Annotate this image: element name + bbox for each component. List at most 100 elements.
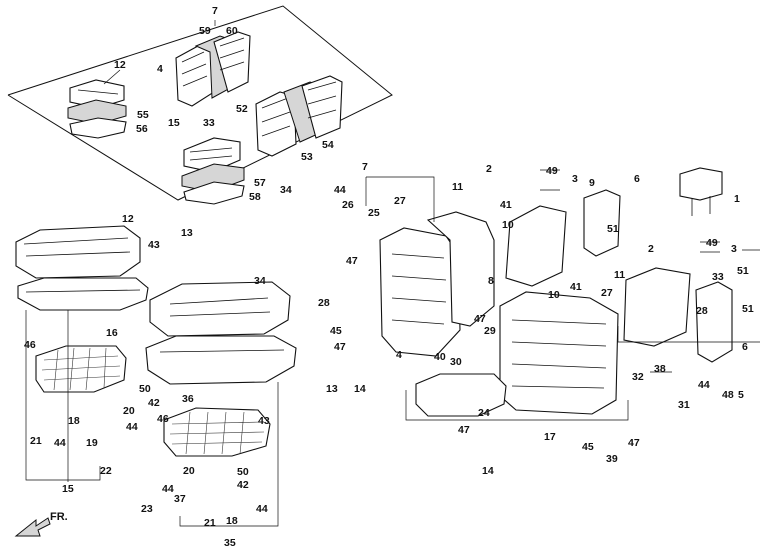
callout-10: 10 [502, 219, 514, 231]
callout-47: 47 [334, 341, 346, 353]
callout-22: 22 [100, 465, 112, 477]
callout-44: 44 [54, 437, 66, 449]
callout-51: 51 [737, 265, 749, 277]
callout-50: 50 [237, 466, 249, 478]
front-seatback [379, 211, 495, 357]
callout-33: 33 [203, 117, 215, 129]
rear-seatback [415, 291, 619, 417]
callout-44: 44 [126, 421, 138, 433]
callout-14: 14 [354, 383, 366, 395]
callout-9: 9 [589, 177, 595, 189]
front-direction-arrow: FR. [14, 511, 68, 537]
callout-51: 51 [607, 223, 619, 235]
callout-43: 43 [148, 239, 160, 251]
inset-rear-seat-cushion [181, 137, 245, 205]
callout-13: 13 [181, 227, 193, 239]
second-seat-frame [163, 407, 271, 457]
callout-3: 3 [731, 243, 737, 255]
callout-50: 50 [139, 383, 151, 395]
callout-15: 15 [168, 117, 180, 129]
callout-41: 41 [570, 281, 582, 293]
callout-35: 35 [224, 537, 236, 549]
inset-seat-cushion [67, 69, 127, 139]
callout-16: 16 [106, 327, 118, 339]
callout-6: 6 [742, 341, 748, 353]
callout-46: 46 [157, 413, 169, 425]
callout-6: 6 [634, 173, 640, 185]
callout-32: 32 [632, 371, 644, 383]
callout-40: 40 [434, 351, 446, 363]
callout-26: 26 [342, 199, 354, 211]
callout-27: 27 [394, 195, 406, 207]
callout-53: 53 [301, 151, 313, 163]
callout-51: 51 [742, 303, 754, 315]
callout-17: 17 [544, 431, 556, 443]
callout-54: 54 [322, 139, 334, 151]
callout-45: 45 [330, 325, 342, 337]
callout-42: 42 [148, 397, 160, 409]
callout-5: 5 [738, 389, 744, 401]
callout-23: 23 [141, 503, 153, 515]
callout-44: 44 [698, 379, 710, 391]
callout-33: 33 [712, 271, 724, 283]
callout-13: 13 [326, 383, 338, 395]
callout-41: 41 [500, 199, 512, 211]
callout-27: 27 [601, 287, 613, 299]
cover-variants-inset [7, 5, 393, 201]
callout-7: 7 [212, 5, 218, 17]
callout-18: 18 [68, 415, 80, 427]
callout-55: 55 [137, 109, 149, 121]
callout-12: 12 [122, 213, 134, 225]
callout-20: 20 [123, 405, 135, 417]
front-seat-frame [35, 345, 127, 393]
callout-28: 28 [318, 297, 330, 309]
callout-47: 47 [628, 437, 640, 449]
callout-44: 44 [334, 184, 346, 196]
callout-21: 21 [204, 517, 216, 529]
inset-rear-seatback-cover [255, 75, 343, 157]
callout-49: 49 [546, 165, 558, 177]
callout-34: 34 [254, 275, 266, 287]
callout-31: 31 [678, 399, 690, 411]
callout-4: 4 [157, 63, 163, 75]
callout-8: 8 [488, 275, 494, 287]
inset-seatback-cover-set [175, 20, 251, 107]
callout-58: 58 [249, 191, 261, 203]
callout-36: 36 [182, 393, 194, 405]
callout-49: 49 [706, 237, 718, 249]
callout-3: 3 [572, 173, 578, 185]
callout-47: 47 [474, 313, 486, 325]
callout-28: 28 [696, 305, 708, 317]
callout-47: 47 [346, 255, 358, 267]
callout-12: 12 [114, 59, 126, 71]
callout-47: 47 [458, 424, 470, 436]
callout-25: 25 [368, 207, 380, 219]
callout-14: 14 [482, 465, 494, 477]
callout-4: 4 [396, 349, 402, 361]
headrest [679, 167, 723, 216]
callout-48: 48 [722, 389, 734, 401]
callout-39: 39 [606, 453, 618, 465]
callout-10: 10 [548, 289, 560, 301]
callout-18: 18 [226, 515, 238, 527]
callout-59: 59 [199, 25, 211, 37]
callout-45: 45 [582, 441, 594, 453]
callout-37: 37 [174, 493, 186, 505]
front-seat-cushion [15, 225, 149, 311]
callout-44: 44 [162, 483, 174, 495]
callout-56: 56 [136, 123, 148, 135]
callout-2: 2 [486, 163, 492, 175]
callout-34: 34 [280, 184, 292, 196]
callout-42: 42 [237, 479, 249, 491]
callout-11: 11 [614, 269, 625, 281]
callout-60: 60 [226, 25, 238, 37]
callout-19: 19 [86, 437, 98, 449]
callout-20: 20 [183, 465, 195, 477]
callout-15: 15 [62, 483, 74, 495]
callout-38: 38 [654, 363, 666, 375]
callout-29: 29 [484, 325, 496, 337]
callout-46: 46 [24, 339, 36, 351]
callout-1: 1 [734, 193, 740, 205]
